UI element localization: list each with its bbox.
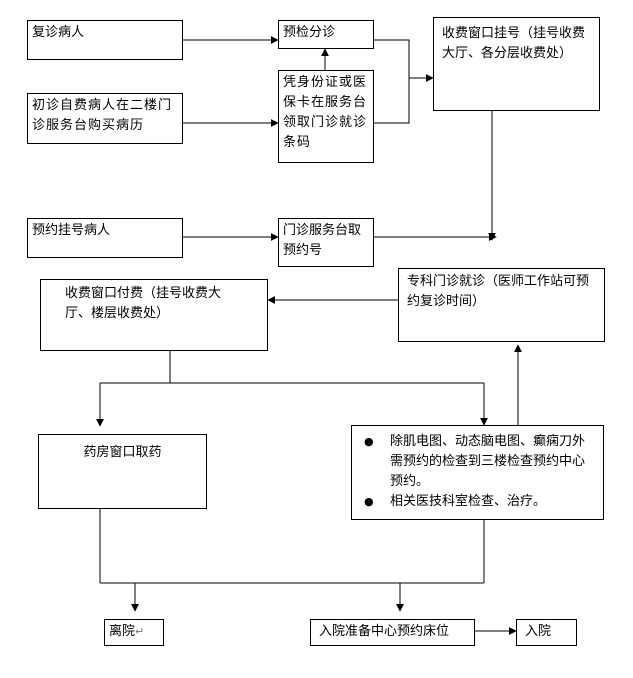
node-revisit-patient: 复诊病人 — [27, 20, 183, 60]
node-leave-label: 离院 — [109, 624, 136, 639]
node-admission: 入院 — [516, 619, 577, 646]
node-id-card-barcode: 凭身份证或医保卡在服务台领取门诊就诊条码 — [278, 70, 374, 163]
node-pharmacy: 药房窗口取药 — [38, 434, 207, 509]
node-appointment-patient: 预约挂号病人 — [27, 218, 183, 258]
node-leave: 离院↵ — [104, 619, 164, 646]
connector-triage-to-register — [374, 39, 410, 78]
node-first-visit-patient: 初诊自费病人在二楼门诊服务台购买病历 — [27, 93, 183, 144]
node-revisit-patient-label: 复诊病人 — [32, 25, 85, 40]
node-specialist-visit: 专科门诊就诊（医师工作站可预约复诊时间） — [398, 268, 605, 342]
node-appointment-patient-label: 预约挂号病人 — [32, 223, 111, 238]
node-register-window: 收费窗口挂号（挂号收费大厅、各分层收费处） — [433, 17, 600, 111]
node-pay-window-label: 收费窗口付费（挂号收费大厅、楼层收费处） — [65, 286, 222, 321]
node-triage-label: 预检分诊 — [283, 25, 336, 40]
node-first-visit-patient-label: 初诊自费病人在二楼门诊服务台购买病历 — [32, 98, 173, 133]
node-triage: 预检分诊 — [278, 20, 374, 49]
node-pay-window: 收费窗口付费（挂号收费大厅、楼层收费处） — [40, 279, 268, 351]
exam-list-item-booking: 除肌电图、动态脑电图、癫痫刀外需预约的检查到三楼检查预约中心预约。 — [354, 432, 595, 492]
node-pharmacy-label: 药房窗口取药 — [83, 445, 162, 460]
node-exams: 除肌电图、动态脑电图、癫痫刀外需预约的检查到三楼检查预约中心预约。 相关医技科室… — [351, 425, 604, 520]
exam-list: 除肌电图、动态脑电图、癫痫刀外需预约的检查到三楼检查预约中心预约。 相关医技科室… — [354, 432, 595, 512]
node-id-card-barcode-label: 凭身份证或医保卡在服务台领取门诊就诊条码 — [283, 75, 368, 150]
exam-list-item-tech: 相关医技科室检查、治疗。 — [354, 492, 595, 512]
node-specialist-visit-label: 专科门诊就诊（医师工作站可预约复诊时间） — [407, 274, 590, 309]
node-register-window-label: 收费窗口挂号（挂号收费大厅、各分层收费处） — [442, 26, 586, 61]
node-outpatient-desk: 门诊服务台取预约号 — [278, 218, 374, 267]
node-outpatient-desk-label: 门诊服务台取预约号 — [283, 223, 362, 258]
node-admission-prep: 入院准备中心预约床位 — [310, 619, 475, 646]
node-admission-prep-label: 入院准备中心预约床位 — [319, 624, 450, 639]
connector-pay-split — [100, 351, 171, 384]
node-admission-label: 入院 — [525, 624, 552, 639]
return-mark-icon: ↵ — [135, 625, 145, 638]
connector-id-card-to-register — [374, 78, 410, 124]
